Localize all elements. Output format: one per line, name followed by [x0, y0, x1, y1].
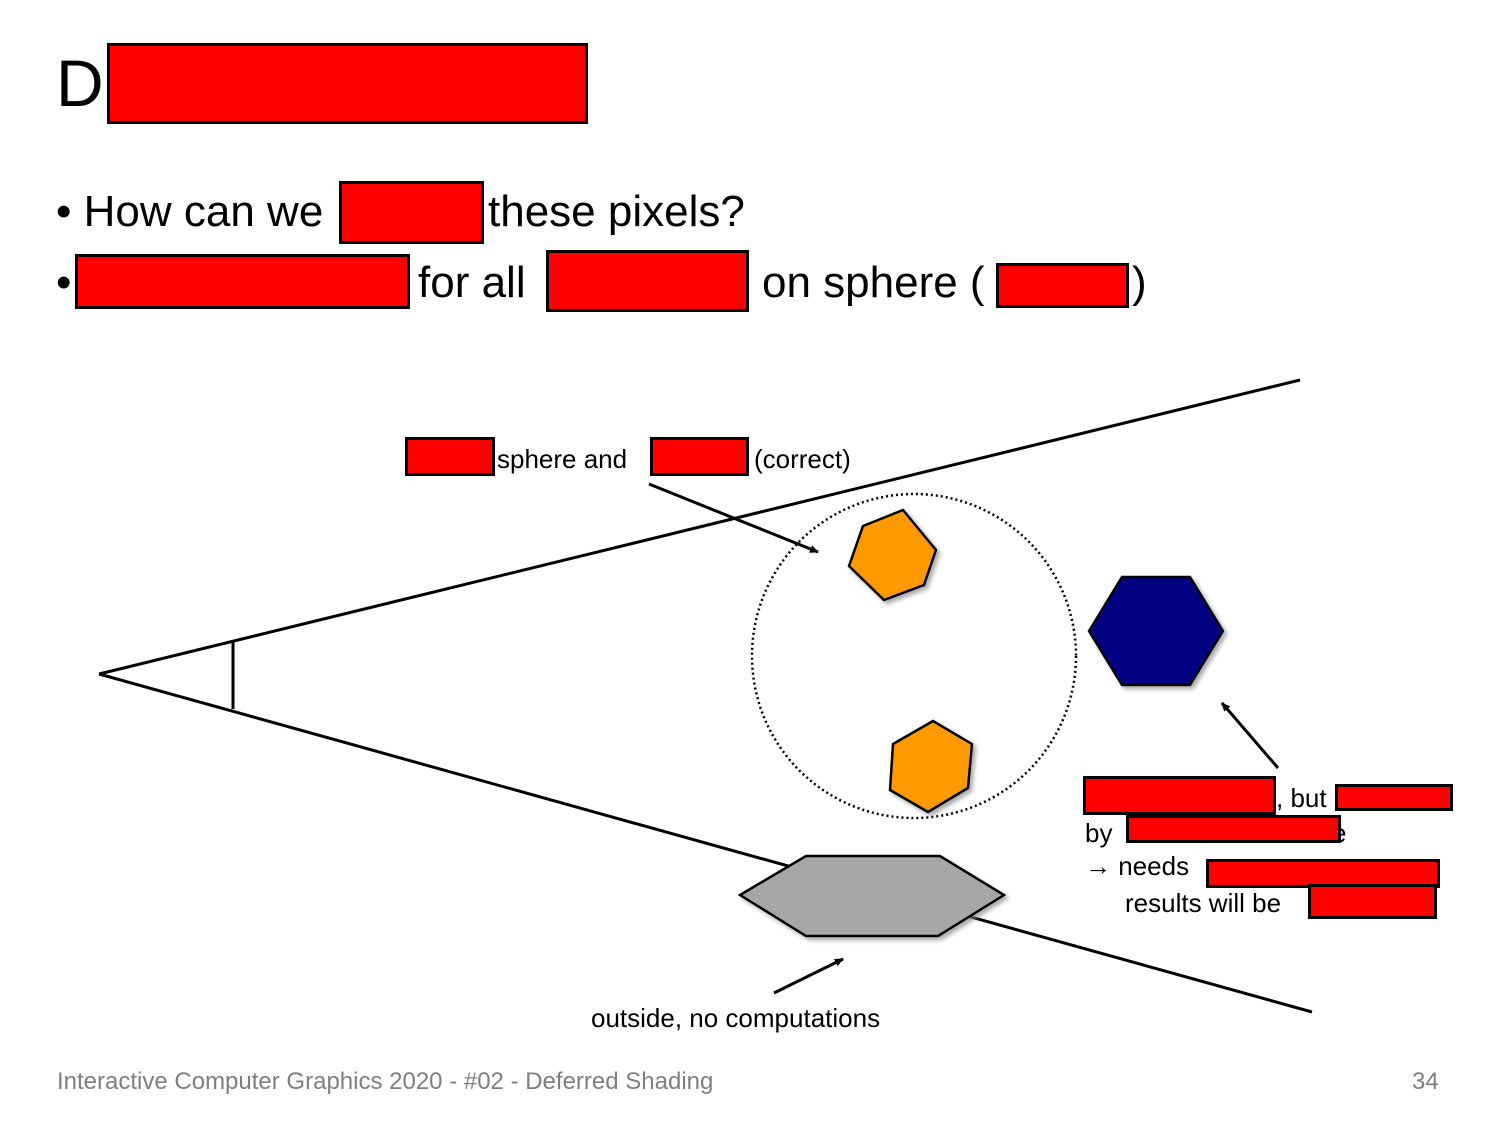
bullet-2-marker: •	[56, 258, 72, 307]
label-right-results: results will be	[1125, 888, 1282, 918]
label-right-but: , but	[1276, 783, 1327, 813]
light-sphere	[750, 492, 1078, 820]
frustum-bottom-edge	[98, 672, 1313, 1014]
redacted-title	[107, 43, 588, 124]
bullet-1-pre: How can we	[83, 187, 324, 236]
orange-object-top	[847, 508, 938, 602]
redacted-label-top-b	[650, 437, 749, 476]
label-sphere-and: sphere and	[497, 444, 628, 474]
redacted-right-5	[1308, 884, 1437, 919]
arrow-to-navy	[1220, 702, 1280, 769]
footer-text: Interactive Computer Graphics 2020 - #02…	[57, 1068, 714, 1095]
redacted-label-top-a	[405, 437, 495, 476]
redacted-right-3	[1126, 815, 1341, 843]
arrow-to-outside	[773, 957, 844, 995]
bullet-1-post: these pixels?	[488, 187, 745, 236]
bullet-2-mid1: for all	[418, 258, 526, 307]
frustum-top-edge	[98, 378, 1301, 676]
redacted-right-1	[1083, 776, 1276, 815]
bullet-2-end: )	[1132, 258, 1147, 307]
redacted-bullet-2-c	[996, 263, 1129, 308]
navy-object	[1087, 575, 1225, 687]
bullet-marker: •	[56, 187, 72, 236]
redacted-bullet-2-b	[546, 250, 749, 312]
redacted-right-2	[1335, 784, 1453, 811]
bullet-1: • How can we	[56, 190, 323, 234]
orange-object-bottom	[888, 719, 974, 814]
label-outside: outside, no computations	[591, 1003, 881, 1033]
slide-title: D	[56, 46, 104, 120]
bullet-2-mid2: on sphere (	[762, 258, 985, 307]
gray-object	[737, 854, 1007, 938]
redacted-bullet-2-a	[75, 254, 410, 309]
label-right-needs: → needs	[1085, 851, 1190, 881]
page-number: 34	[1412, 1068, 1439, 1095]
label-correct: (correct)	[754, 444, 851, 474]
arrow-to-inside	[648, 482, 819, 554]
label-right-by: by	[1085, 818, 1113, 848]
redacted-bullet-1-word	[339, 181, 484, 244]
